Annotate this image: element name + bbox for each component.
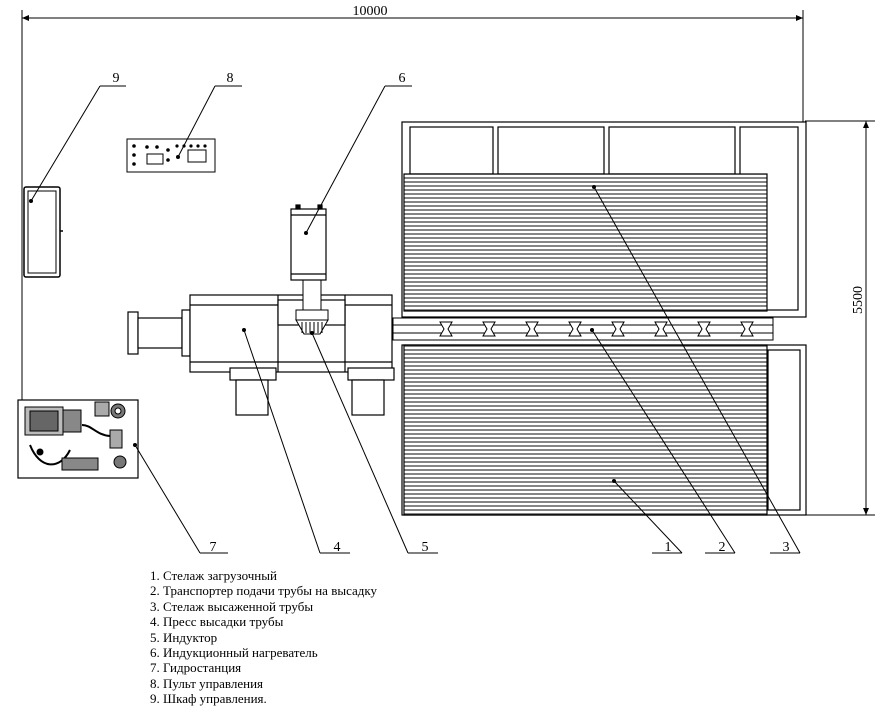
legend-item: 5. Индуктор [150, 629, 218, 645]
callout-7: 7 [210, 540, 217, 555]
upset-pipe-rack [403, 173, 768, 312]
width-dimension-label: 10000 [353, 4, 388, 19]
legend-item: 6. Индукционный нагреватель [150, 645, 318, 661]
legend-item: 3. Стелаж высаженной трубы [150, 598, 314, 614]
legend-item: 8. Пульт управления [150, 675, 264, 691]
loading-rack [403, 344, 768, 516]
width-dimension: 10000 [22, 4, 803, 21]
legend-item: 7. Гидростанция [150, 660, 242, 676]
height-dimension-label: 5500 [851, 286, 866, 314]
callout-3: 3 [783, 540, 790, 555]
leader-lines [30, 85, 801, 554]
upsetting-press [127, 294, 395, 416]
hydraulic-station [17, 399, 139, 479]
callout-5: 5 [422, 540, 429, 555]
callout-9: 9 [113, 71, 120, 86]
leader-dots [29, 155, 616, 483]
legend-item: 1. Стелаж загрузочный [150, 568, 277, 583]
callout-4: 4 [334, 540, 341, 555]
boundary-lines [21, 10, 804, 400]
height-dimension: 5500 [805, 120, 875, 516]
control-cabinet [23, 186, 63, 278]
legend-item: 2. Транспортер подачи трубы на высадку [150, 583, 378, 599]
induction-heater [290, 204, 327, 281]
inductor [295, 279, 329, 335]
callout-labels: 1 2 3 4 5 6 7 8 9 [113, 71, 790, 555]
legend: 1. Стелаж загрузочный 2. Транспортер под… [150, 568, 377, 707]
callout-8: 8 [227, 71, 234, 86]
legend-item: 4. Пресс высадки трубы [150, 614, 284, 630]
legend-item: 9. Шкаф управления. [150, 691, 267, 707]
callout-2: 2 [719, 540, 726, 555]
feed-conveyor [392, 317, 774, 341]
callout-6: 6 [399, 71, 406, 86]
control-panel [126, 138, 216, 173]
callout-1: 1 [665, 540, 672, 555]
